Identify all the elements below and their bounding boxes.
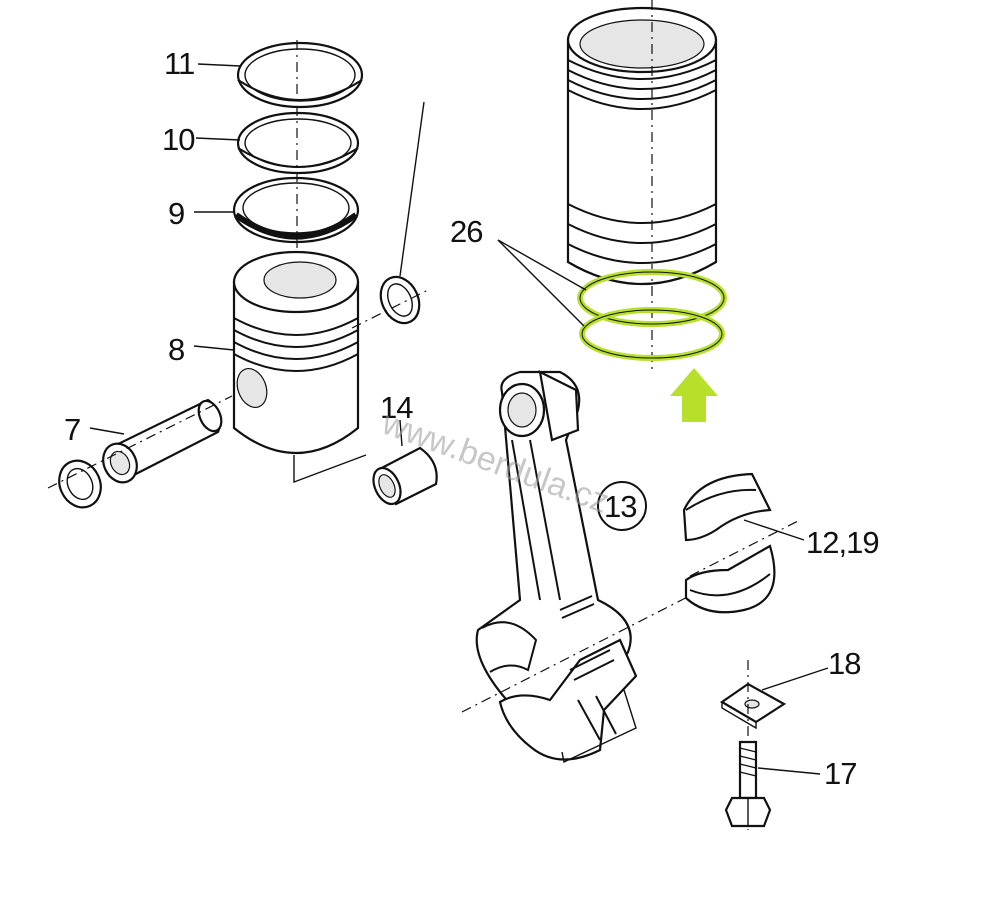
ring-11[interactable]	[236, 41, 364, 109]
label-7: 7	[64, 412, 80, 447]
leader-26a	[497, 239, 587, 291]
washer-18[interactable]	[719, 682, 787, 730]
leader-14	[399, 419, 403, 447]
bushing-14[interactable]	[368, 446, 438, 508]
piston-8[interactable]	[232, 250, 360, 454]
circlip-leader	[399, 101, 425, 277]
leader-7	[89, 427, 125, 435]
leader-12-19	[743, 519, 805, 541]
connecting-rod[interactable]	[475, 370, 632, 718]
label-10: 10	[162, 122, 195, 157]
label-9: 9	[168, 196, 184, 231]
bolt-17[interactable]	[724, 740, 772, 828]
o-ring-26-lower[interactable]	[579, 307, 725, 361]
callout-13-circle	[597, 481, 647, 531]
leader-8	[193, 345, 235, 351]
label-13: 13	[604, 489, 636, 524]
label-11: 11	[164, 46, 194, 81]
label-26: 26	[450, 214, 482, 249]
label-17: 17	[824, 756, 856, 791]
ring-10[interactable]	[236, 111, 360, 175]
pin-axis-right	[351, 289, 429, 329]
circlip-left[interactable]	[52, 454, 109, 514]
label-12-19: 12,19	[806, 525, 879, 560]
connecting-rod-cap[interactable]	[498, 638, 638, 761]
leader-10	[195, 137, 241, 141]
leader-11	[197, 63, 241, 67]
leader-18	[761, 667, 829, 691]
leader-26b	[497, 239, 585, 327]
bearing-shell-lower[interactable]	[684, 544, 776, 614]
circlip-right[interactable]	[374, 271, 427, 330]
cylinder-liner[interactable]	[566, 6, 718, 285]
piston-leader-bracket	[293, 454, 367, 484]
label-18: 18	[828, 646, 860, 681]
bearing-shell-upper[interactable]	[682, 472, 772, 542]
label-8: 8	[168, 332, 184, 367]
piston-pin-7[interactable]	[97, 397, 226, 488]
highlight-arrow-icon	[670, 368, 718, 422]
rod-leader-bracket	[561, 689, 637, 764]
leader-17	[757, 767, 821, 775]
ring-9[interactable]	[232, 176, 360, 244]
o-ring-26-upper[interactable]	[577, 269, 727, 327]
label-14: 14	[380, 390, 413, 425]
